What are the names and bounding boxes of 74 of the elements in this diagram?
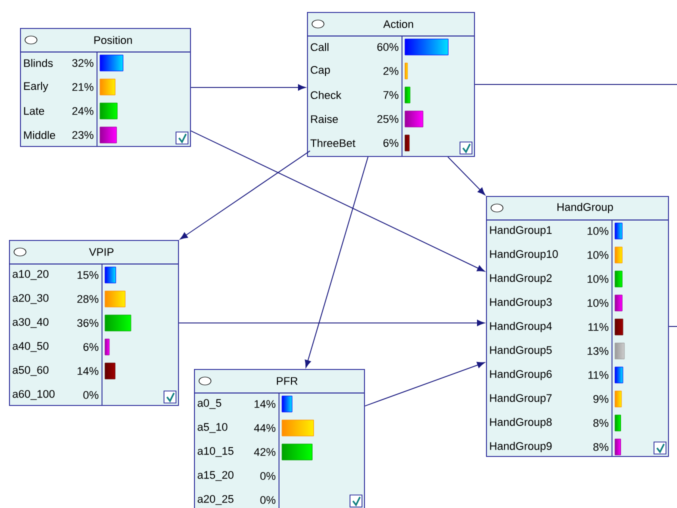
probability-value: 42%: [254, 448, 276, 456]
state-label: Raise: [311, 114, 338, 124]
state-label: HandGroup9: [490, 442, 552, 452]
probability-value: 11%: [588, 323, 608, 331]
probability-value: 8%: [593, 443, 608, 451]
state-label: a5_10: [198, 423, 228, 433]
probability-value: 8%: [593, 419, 608, 427]
probability-value: 14%: [78, 367, 98, 375]
state-label: Cap: [310, 66, 330, 76]
probability-value: 13%: [588, 347, 608, 355]
node-title: Position: [94, 36, 132, 44]
state-label: HandGroup7: [490, 394, 552, 404]
node-title: PFR: [276, 377, 298, 385]
probability-value: 25%: [377, 115, 398, 123]
probability-value: 10%: [588, 299, 608, 307]
state-label: HandGroup6: [490, 370, 552, 380]
state-label: HandGroup8: [490, 418, 552, 428]
state-label: a15_20: [198, 471, 234, 481]
state-label: ThreeBet: [310, 138, 356, 148]
probability-value: 2%: [383, 67, 398, 75]
state-label: Early: [24, 82, 48, 92]
arrow: [364, 362, 485, 406]
node-title: HandGroup: [557, 202, 613, 214]
node-title: Action: [383, 20, 414, 28]
probability-value: 15%: [78, 271, 98, 279]
probability-value: 28%: [77, 295, 98, 303]
probability-value: 21%: [72, 83, 94, 91]
probability-value: 0%: [260, 496, 276, 504]
state-label: Blinds: [24, 58, 53, 68]
probability-value: 60%: [377, 43, 398, 51]
probability-value: 32%: [72, 59, 94, 67]
probability-value: 0%: [83, 391, 98, 399]
probability-value: 11%: [588, 371, 608, 379]
state-label: a60_100: [12, 390, 55, 400]
state-label: a20_25: [198, 495, 234, 505]
state-label: Call: [310, 42, 328, 52]
probability-value: 10%: [588, 227, 608, 235]
probability-value: 44%: [254, 424, 276, 432]
arrow: [178, 320, 485, 326]
state-label: a50_60: [12, 366, 48, 376]
probability-value: 23%: [72, 131, 94, 139]
probability-value: 10%: [588, 251, 608, 259]
arrow: [190, 130, 485, 272]
probability-value: 6%: [383, 139, 398, 147]
state-label: a20_30: [12, 294, 48, 304]
state-label: a10_20: [12, 270, 48, 280]
state-label: a10_15: [198, 447, 234, 457]
state-label: HandGroup1: [490, 226, 552, 236]
probability-value: 9%: [593, 395, 608, 403]
state-label: HandGroup5: [490, 346, 552, 356]
state-label: HandGroup3: [490, 298, 552, 308]
state-label: a30_40: [12, 318, 48, 328]
arrow: [447, 156, 486, 196]
arrow: [190, 84, 306, 91]
state-label: HandGroup10: [490, 250, 558, 260]
connector-line: [668, 326, 677, 327]
state-label: Check: [310, 90, 342, 100]
probability-value: 0%: [260, 472, 276, 480]
node-title: VPIP: [89, 248, 114, 256]
state-label: HandGroup2: [490, 274, 552, 284]
probability-value: 10%: [588, 275, 608, 283]
state-label: a40_50: [12, 342, 48, 352]
probability-value: 14%: [254, 400, 276, 408]
state-label: Middle: [24, 130, 56, 140]
probability-value: 6%: [83, 343, 98, 351]
state-label: HandGroup4: [490, 322, 552, 332]
connector-line: [474, 84, 677, 85]
arrow: [304, 156, 368, 368]
probability-value: 24%: [72, 107, 94, 115]
arrow: [180, 150, 310, 240]
probability-value: 7%: [383, 91, 398, 99]
state-label: a0_5: [198, 399, 222, 409]
probability-value: 36%: [77, 319, 98, 327]
state-label: Late: [24, 107, 44, 115]
